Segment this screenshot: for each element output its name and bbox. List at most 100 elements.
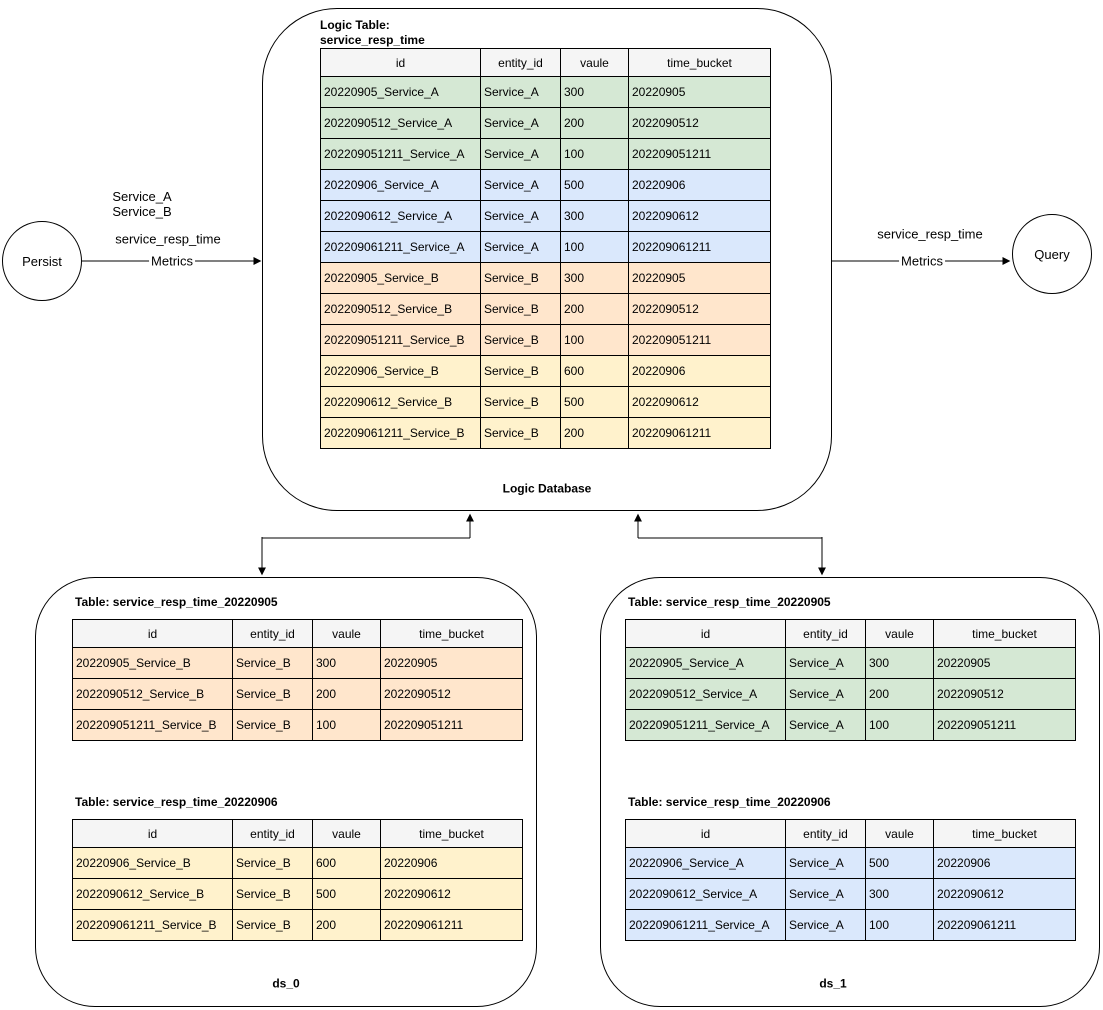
table-cell: 2022090612 xyxy=(628,200,771,232)
table-cell: 200 xyxy=(560,417,629,449)
table-cell: Service_A xyxy=(480,76,561,108)
table-cell: 300 xyxy=(865,647,934,679)
ds1-table1-title: Table: service_resp_time_20220905 xyxy=(628,595,831,609)
table-cell: Service_B xyxy=(480,324,561,356)
table-cell: 500 xyxy=(312,878,381,910)
table-cell: 300 xyxy=(312,647,381,679)
table-cell: Service_B xyxy=(480,386,561,418)
table-cell: Service_A xyxy=(480,107,561,139)
table-cell: Service_B xyxy=(232,678,313,710)
logic-database-caption: Logic Database xyxy=(502,481,592,496)
table-cell: 500 xyxy=(865,847,934,879)
table-cell: 20220906_Service_A xyxy=(625,847,786,879)
table-cell: 202209061211_Service_B xyxy=(320,417,481,449)
table-cell: 20220905_Service_A xyxy=(625,647,786,679)
table-cell: 2022090512_Service_B xyxy=(72,678,233,710)
table-cell: Service_A xyxy=(785,647,866,679)
persist-node: Persist xyxy=(2,221,82,301)
table-cell: 20220905_Service_B xyxy=(72,647,233,679)
column-header: entity_id xyxy=(785,619,866,648)
table-cell: 2022090512_Service_A xyxy=(320,107,481,139)
table-cell: 2022090512_Service_B xyxy=(320,293,481,325)
table-cell: Service_A xyxy=(480,200,561,232)
table-cell: Service_A xyxy=(785,909,866,941)
table-cell: 300 xyxy=(560,200,629,232)
table-cell: Service_A xyxy=(785,847,866,879)
column-header: entity_id xyxy=(232,619,313,648)
table-cell: 202209051211_Service_A xyxy=(320,138,481,170)
table-cell: 2022090612_Service_A xyxy=(625,878,786,910)
ds0-table1-title: Table: service_resp_time_20220905 xyxy=(75,595,278,609)
persist-label: Persist xyxy=(22,253,62,269)
table-cell: Service_B xyxy=(480,293,561,325)
column-header: entity_id xyxy=(785,819,866,848)
table-cell: 20220905 xyxy=(628,262,771,294)
table-cell: 2022090612 xyxy=(933,878,1076,910)
table-cell: 500 xyxy=(560,169,629,201)
table-cell: 200 xyxy=(312,678,381,710)
table-cell: 2022090612_Service_A xyxy=(320,200,481,232)
table-cell: Service_B xyxy=(232,847,313,879)
table-cell: 202209051211_Service_B xyxy=(72,709,233,741)
table-cell: 202209051211_Service_A xyxy=(625,709,786,741)
table-cell: 202209051211 xyxy=(628,324,771,356)
table-cell: 202209051211 xyxy=(380,709,523,741)
query-edge-metric-label: service_resp_time xyxy=(877,226,983,242)
table-cell: 2022090512 xyxy=(933,678,1076,710)
logic-table-title: Logic Table: service_resp_time xyxy=(320,18,425,47)
table-cell: 202209061211 xyxy=(933,909,1076,941)
persist-edge-metric-label: service_resp_time xyxy=(115,231,221,247)
table-cell: 2022090512 xyxy=(628,293,771,325)
persist-edge-services-label: Service_A Service_B xyxy=(112,189,172,219)
table-cell: 202209061211_Service_A xyxy=(320,231,481,263)
table-cell: Service_B xyxy=(232,909,313,941)
table-cell: 200 xyxy=(865,678,934,710)
column-header: id xyxy=(625,619,786,648)
table-cell: 100 xyxy=(312,709,381,741)
table-cell: 2022090512_Service_A xyxy=(625,678,786,710)
table-cell: 20220905 xyxy=(628,76,771,108)
table-cell: 200 xyxy=(312,909,381,941)
column-header: vaule xyxy=(865,619,934,648)
table-cell: 202209051211 xyxy=(628,138,771,170)
table-cell: 202209061211 xyxy=(380,909,523,941)
table-cell: 100 xyxy=(560,231,629,263)
table-cell: 2022090612 xyxy=(628,386,771,418)
table-cell: 20220906 xyxy=(933,847,1076,879)
table-cell: 2022090612_Service_B xyxy=(320,386,481,418)
table-cell: 20220906 xyxy=(628,169,771,201)
table-cell: 2022090512 xyxy=(628,107,771,139)
table-cell: 300 xyxy=(865,878,934,910)
table-cell: 202209061211_Service_A xyxy=(625,909,786,941)
table-cell: 100 xyxy=(865,909,934,941)
table-cell: Service_A xyxy=(480,231,561,263)
table-cell: 202209061211 xyxy=(628,417,771,449)
table-cell: 2022090612 xyxy=(380,878,523,910)
table-cell: Service_B xyxy=(480,262,561,294)
table-cell: 2022090612_Service_B xyxy=(72,878,233,910)
table-cell: 300 xyxy=(560,76,629,108)
query-edge-label: Metrics xyxy=(899,253,945,269)
